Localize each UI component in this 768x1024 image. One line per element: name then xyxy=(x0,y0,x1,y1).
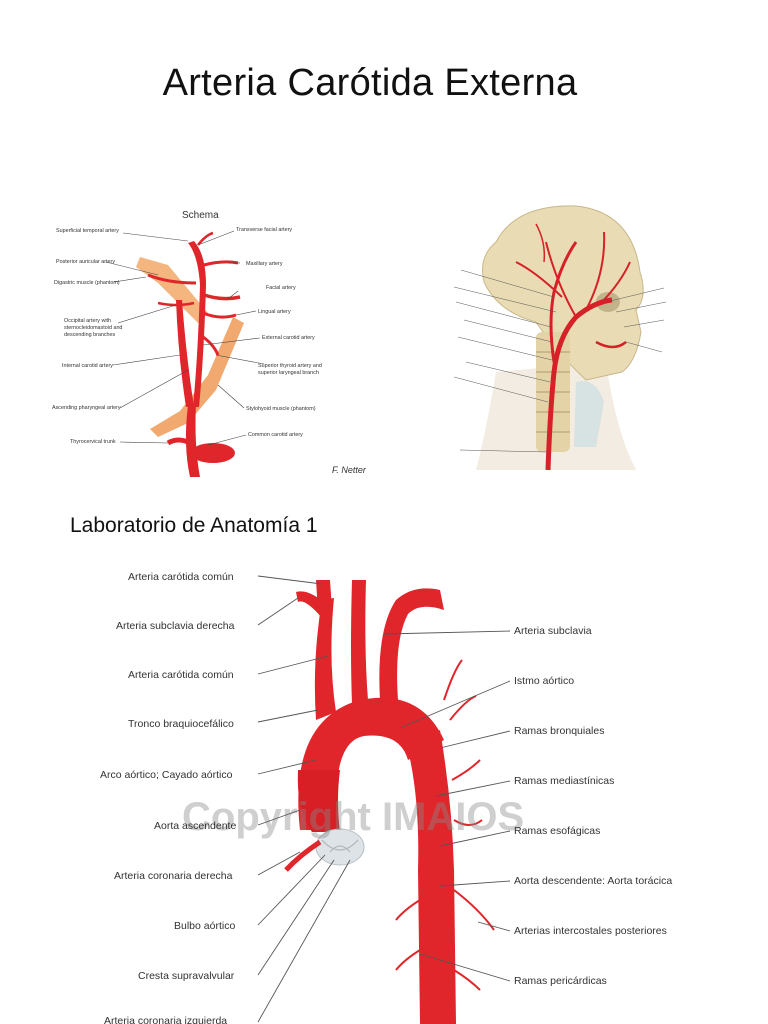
aorta-label-aorta-ascendente: Aorta ascendente xyxy=(154,820,236,832)
schema-label-facial: Facial artery xyxy=(266,285,296,291)
aorta-label-arco-aortico: Arco aórtico; Cayado aórtico xyxy=(100,769,233,781)
schema-label-occipital-2: sternocleidomastoid and xyxy=(64,325,122,331)
aorta-label-ramas-mediastinicas: Ramas mediastínicas xyxy=(514,775,614,787)
schema-label-digastric: Digastric muscle (phantom) xyxy=(54,280,120,286)
schema-label-superior-thyroid-2: superior laryngeal branch xyxy=(258,370,319,376)
schema-label-transverse-facial: Transverse facial artery xyxy=(236,227,292,233)
aorta-label-bulbo-aortico: Bulbo aórtico xyxy=(174,920,235,932)
schema-label-occipital-3: descending branches xyxy=(64,332,116,338)
aorta-label-subclavia-derecha: Arteria subclavia derecha xyxy=(116,620,235,632)
aorta-label-tronco-braquiocefalico: Tronco braquiocefálico xyxy=(128,718,234,730)
aorta-label-coronaria-derecha: Arteria coronaria derecha xyxy=(114,870,233,882)
aortic-arch-figure: Copyright IMAIOS Arteria carótida común … xyxy=(100,571,672,1024)
aorta-label-subclavia: Arteria subclavia xyxy=(514,625,592,637)
aorta-label-ramas-bronquiales: Ramas bronquiales xyxy=(514,725,604,737)
aorta-label-aorta-descendente: Aorta descendente: Aorta torácica xyxy=(514,875,672,887)
schema-label-internal-carotid: Internal carotid artery xyxy=(62,363,113,369)
slide-subtitle: Laboratorio de Anatomía 1 xyxy=(70,514,318,537)
netter-signature: F. Netter xyxy=(332,465,367,475)
schema-label-superficial-temporal: Superficial temporal artery xyxy=(56,228,119,234)
aorta-label-left-0: Arteria carótida común xyxy=(128,571,234,583)
slide-title: Arteria Carótida Externa xyxy=(162,62,578,104)
carotid-schema-figure: Schema Superficial temporal artery Poste… xyxy=(52,210,367,477)
aorta-label-ramas-pericardicas: Ramas pericárdicas xyxy=(514,975,607,987)
schema-label-superior-thyroid-1: Superior thyroid artery and xyxy=(258,363,322,369)
schema-label-ascending-pharyngeal: Ascending pharyngeal artery xyxy=(52,405,121,411)
schema-label-lingual: Lingual artery xyxy=(258,309,291,315)
skull-arteries-figure xyxy=(453,205,667,471)
aorta-label-carotida-comun: Arteria carótida común xyxy=(128,669,234,681)
schema-label-stylohyoid: Stylohyoid muscle (phantom) xyxy=(246,406,316,412)
aorta-label-intercostales: Arterias intercostales posteriores xyxy=(514,925,667,937)
aorta-label-cresta-supravalvular: Cresta supravalvular xyxy=(138,970,235,982)
schema-label-common-carotid: Common carotid artery xyxy=(248,432,303,438)
schema-label-external-carotid: External carotid artery xyxy=(262,335,315,341)
schema-label-posterior-auricular: Posterior auricular artery xyxy=(56,259,115,265)
schema-label-occipital-1: Occipital artery with xyxy=(64,318,111,324)
schema-label-maxillary: Maxillary artery xyxy=(246,261,283,267)
aorta-label-ramas-esofagicas: Ramas esofágicas xyxy=(514,825,600,837)
aorta-label-istmo-aortico: Istmo aórtico xyxy=(514,675,574,687)
schema-label-thyrocervical: Thyrocervical trunk xyxy=(70,439,116,445)
copyright-watermark: Copyright IMAIOS xyxy=(182,795,524,839)
schema-heading: Schema xyxy=(182,210,219,221)
aorta-label-coronaria-izquierda: Arteria coronaria izquierda xyxy=(104,1015,227,1024)
